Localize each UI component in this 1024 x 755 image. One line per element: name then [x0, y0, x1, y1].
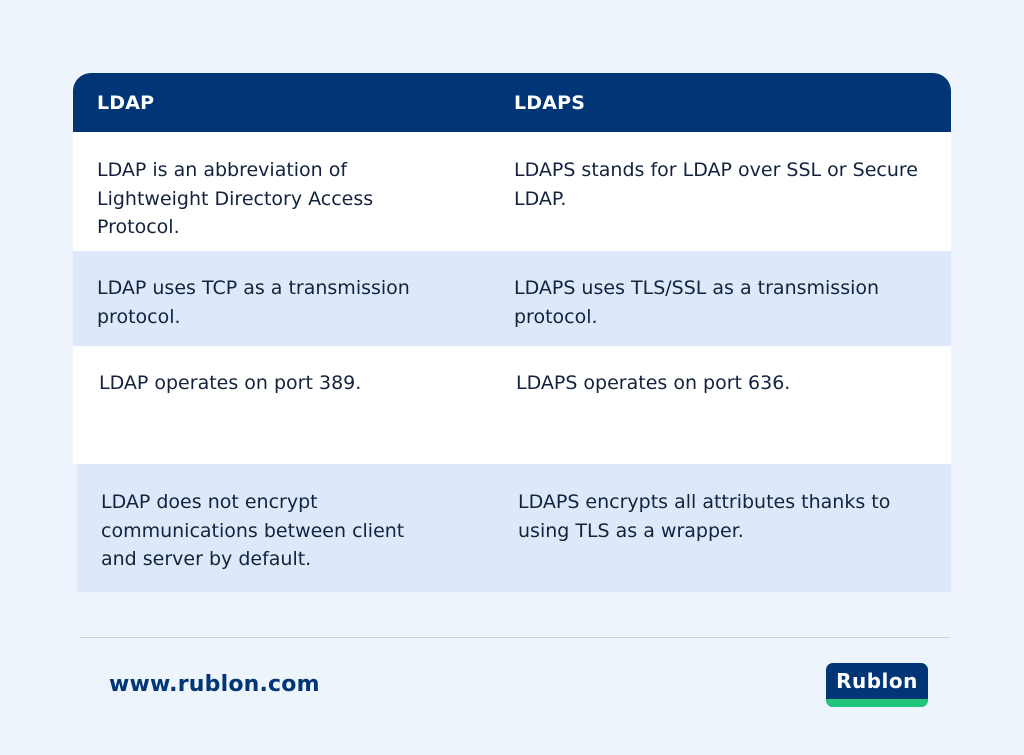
ldaps-cell: LDAPS uses TLS/SSL as a transmission pro…: [514, 274, 879, 331]
rublon-logo: Rublon: [826, 663, 928, 707]
footer-divider: [80, 637, 950, 638]
header-ldap: LDAP: [97, 92, 155, 114]
ldaps-cell: LDAPS operates on port 636.: [516, 369, 790, 398]
cell-line: LDAPS uses TLS/SSL as a transmission: [514, 277, 880, 299]
cell-line: LDAPS stands for LDAP over SSL or Secure: [514, 159, 918, 181]
table-row: LDAP operates on port 389. LDAPS operate…: [73, 346, 951, 464]
cell-line: communications between client: [101, 519, 405, 542]
logo-accent-bar: [826, 699, 928, 707]
table-row: LDAP does not encrypt communications bet…: [77, 464, 951, 592]
ldap-cell: LDAP is an abbreviation of Lightweight D…: [97, 156, 373, 242]
ldaps-cell: LDAPS encrypts all attributes thanks to …: [518, 488, 890, 545]
cell-line: protocol.: [514, 305, 598, 328]
logo-text: Rublon: [836, 669, 918, 693]
cell-line: LDAPS encrypts all attributes thanks to: [518, 491, 891, 513]
website-link[interactable]: www.rublon.com: [109, 672, 320, 697]
cell-line: protocol.: [97, 305, 181, 328]
cell-line: LDAP.: [514, 187, 567, 210]
table-row: LDAP is an abbreviation of Lightweight D…: [73, 132, 951, 251]
ldaps-cell: LDAPS stands for LDAP over SSL or Secure…: [514, 156, 918, 213]
cell-line: Protocol.: [97, 216, 180, 238]
cell-line: LDAP is an abbreviation of: [97, 159, 348, 181]
cell-line: LDAP uses TCP as a transmission: [97, 277, 410, 299]
cell-line: LDAPS operates on port 636.: [516, 372, 791, 394]
cell-line: and server by default.: [101, 548, 312, 570]
cell-line: LDAP does not encrypt: [101, 491, 318, 513]
comparison-table: LDAP LDAPS LDAP is an abbreviation of Li…: [73, 73, 951, 592]
cell-line: Lightweight Directory Access: [97, 187, 374, 210]
cell-line: LDAP operates on port 389.: [99, 372, 362, 394]
ldap-cell: LDAP does not encrypt communications bet…: [101, 488, 404, 574]
ldap-cell: LDAP uses TCP as a transmission protocol…: [97, 274, 410, 331]
table-header: LDAP LDAPS: [73, 73, 951, 132]
table-row: LDAP uses TCP as a transmission protocol…: [73, 251, 951, 346]
cell-line: using TLS as a wrapper.: [518, 519, 744, 542]
header-ldaps: LDAPS: [514, 92, 586, 114]
ldap-cell: LDAP operates on port 389.: [99, 369, 361, 398]
